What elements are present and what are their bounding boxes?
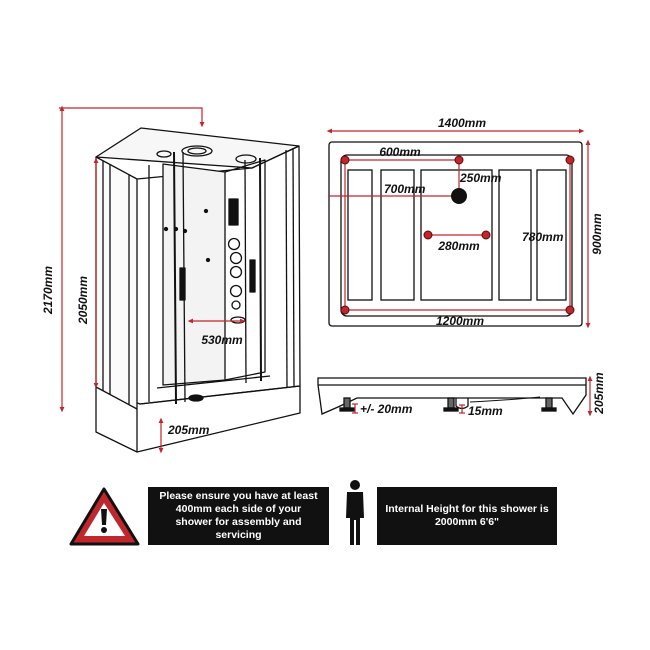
plan-width-label: 1400mm [438,116,486,130]
plan-dimension-lines [326,128,591,329]
internal-height-notice: Internal Height for this shower is 2000m… [377,487,557,545]
foot-adjust-label: +/- 20mm [360,402,413,416]
foot-span-long-label: 1200mm [436,314,484,328]
tray-rib-1 [347,169,373,301]
clearance-notice: Please ensure you have at least 400mm ea… [148,487,329,545]
tray-foot-right [545,397,553,409]
tray-height-label: 205mm [167,423,210,437]
tray-rib-3 [420,169,493,301]
waste-x-label: 700mm [384,182,426,196]
tray-rib-5 [536,169,567,301]
tray-plan-inner [340,154,573,317]
tray-foot-left [343,397,351,409]
enclosure-left-panel [95,156,138,410]
foot-span-inner-label: 280mm [437,239,480,253]
tray-foot-middle [447,397,455,409]
side-dimension-lines [352,375,593,417]
waste-drop-label: 15mm [468,404,503,418]
plan-depth-label: 900mm [590,213,604,255]
tray-rib-2 [380,169,415,301]
shower-enclosure-drawing [95,127,301,453]
seat-width-label: 530mm [201,333,243,347]
total-height-label: 2170mm [41,266,55,315]
warning-triangle-icon [69,487,140,546]
tray-side-profile [317,377,587,416]
tray-rib-4 [498,169,532,301]
cabin-height-label: 2050mm [76,276,90,325]
waste-y-label: 250mm [459,171,502,185]
foot-span-x-label: 600mm [379,145,421,159]
enclosure-back-wall [162,163,226,386]
tray-side-elevation [317,377,587,416]
enclosure-dimension-lines [59,105,246,454]
side-height-label: 205mm [592,372,606,415]
waste-outlet [451,188,467,204]
tray-plan-view [328,141,583,327]
tray-feet-plan [340,155,575,315]
person-silhouette-icon [346,480,364,545]
tray-plan-outer [328,141,583,327]
foot-span-y-label: 780mm [522,230,564,244]
